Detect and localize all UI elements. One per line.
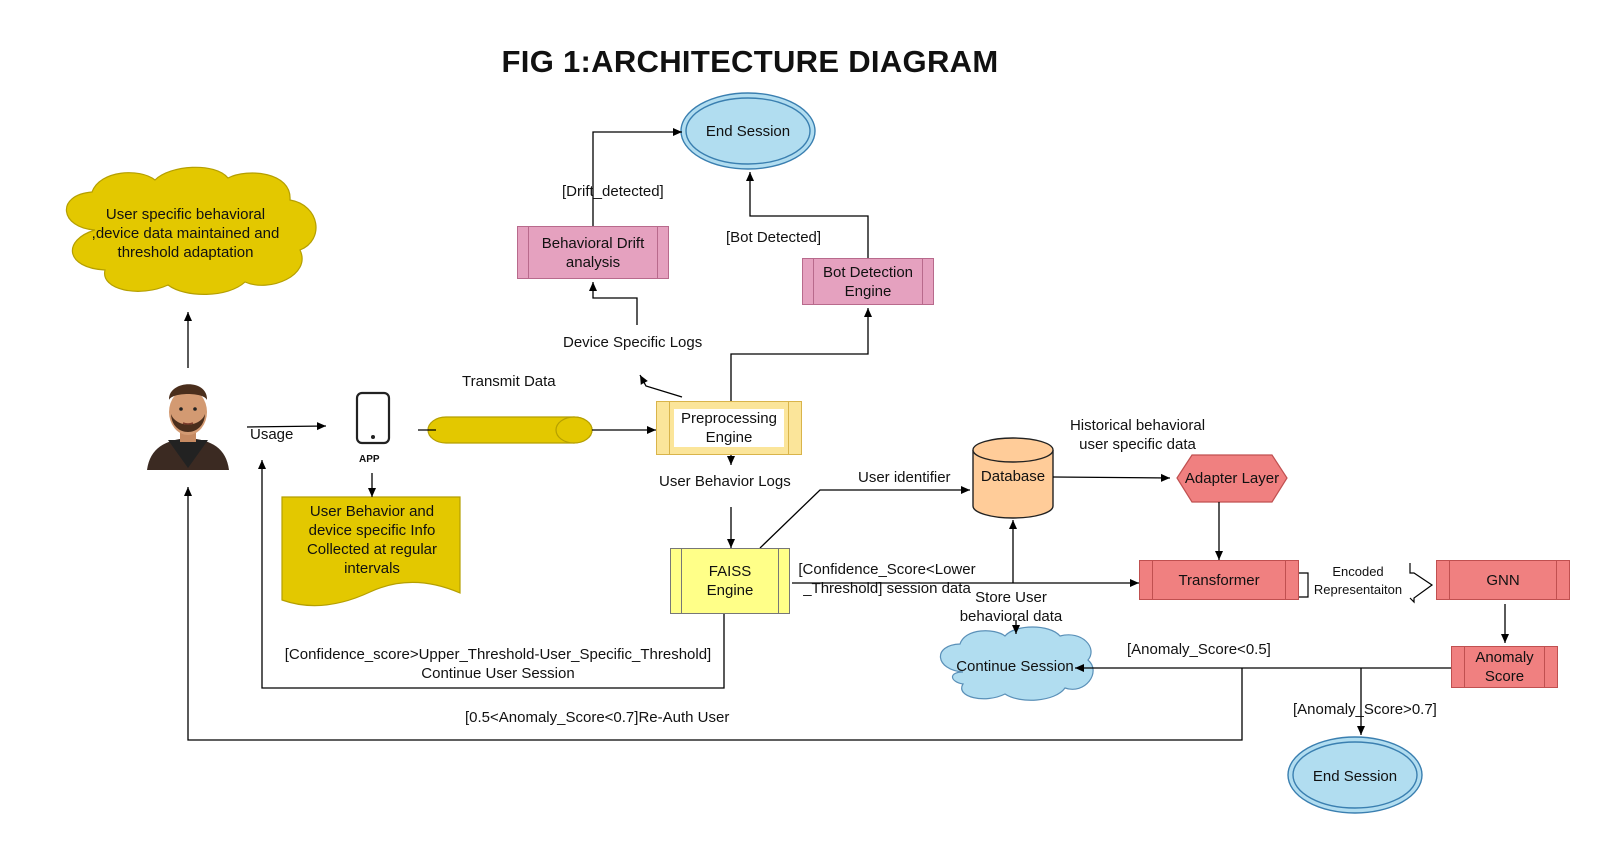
database-label: Database: [980, 468, 1046, 485]
encoded-arrow: [1299, 563, 1434, 604]
user-identifier-label: User identifier: [858, 469, 951, 486]
transformer-label: Transformer: [1178, 571, 1260, 589]
continue-session-label: Continue Session: [956, 658, 1074, 675]
preprocessing-label: Preprocessing Engine: [674, 409, 784, 447]
diagram-title: FIG 1:ARCHITECTURE DIAGRAM: [501, 44, 999, 79]
gnn-box: GNN: [1436, 560, 1570, 600]
collected-info-document: [281, 496, 461, 607]
confidence-upper-label: [Confidence_score>Upper_Threshold-User_S…: [284, 646, 712, 682]
collected-info-text: User Behavior and device specific Info C…: [306, 503, 438, 577]
connectors: [184, 128, 1509, 741]
reauth-label: [0.5<Anomaly_Score<0.7]Re-Auth User: [465, 709, 730, 726]
transformer-box: Transformer: [1139, 560, 1299, 600]
faiss-label: FAISS Engine: [706, 563, 754, 599]
preprocessing-box: Preprocessing Engine: [656, 401, 802, 455]
drift-analysis-label: Behavioral Drift analysis: [541, 234, 645, 271]
bot-detection-label: Bot Detection Engine: [822, 263, 914, 300]
user-data-cloud: [65, 166, 317, 295]
store-user-label: Store User behavioral data: [959, 589, 1063, 625]
historical-data-label: Historical behavioral user specific data: [1069, 417, 1206, 453]
database-shape: [972, 437, 1054, 519]
app-label: APP: [359, 454, 380, 465]
anomaly-high-label: [Anomaly_Score>0.7]: [1293, 701, 1437, 718]
bot-detected-label: [Bot Detected]: [726, 229, 822, 246]
bot-detection-box: Bot Detection Engine: [802, 258, 934, 305]
continue-session-cloud: [939, 626, 1094, 701]
smartphone-icon: [355, 391, 391, 445]
usage-label: Usage: [250, 426, 294, 443]
adapter-layer-label: Adapter Layer: [1184, 470, 1280, 487]
faiss-box: FAISS Engine: [670, 548, 790, 614]
gnn-label: GNN: [1486, 571, 1520, 589]
anomaly-low-label: [Anomaly_Score<0.5]: [1127, 641, 1271, 658]
end-session-bottom-shape: [1287, 736, 1423, 814]
end-session-bottom-label: End Session: [1312, 768, 1398, 785]
transmit-data-label: Transmit Data: [462, 373, 556, 390]
encoded-representation-label: Encoded Representaiton: [1313, 564, 1403, 597]
user-data-cloud-text: User specific behavioral ,device data ma…: [91, 206, 280, 261]
drift-analysis-box: Behavioral Drift analysis: [517, 226, 669, 279]
transmit-pipe: [427, 416, 593, 444]
end-session-top-label: End Session: [705, 123, 791, 140]
anomaly-score-label: Anomaly Score: [1475, 649, 1534, 685]
confidence-lower-label: [Confidence_Score<Lower _Threshold] sess…: [798, 561, 976, 597]
user-behavior-logs-label: User Behavior Logs: [659, 473, 791, 490]
user-avatar-icon: [147, 384, 229, 470]
anomaly-score-box: Anomaly Score: [1451, 646, 1558, 688]
drift-detected-label: [Drift_detected]: [562, 183, 664, 200]
device-logs-label: Device Specific Logs: [563, 334, 703, 351]
adapter-hexagon: [1176, 454, 1288, 503]
